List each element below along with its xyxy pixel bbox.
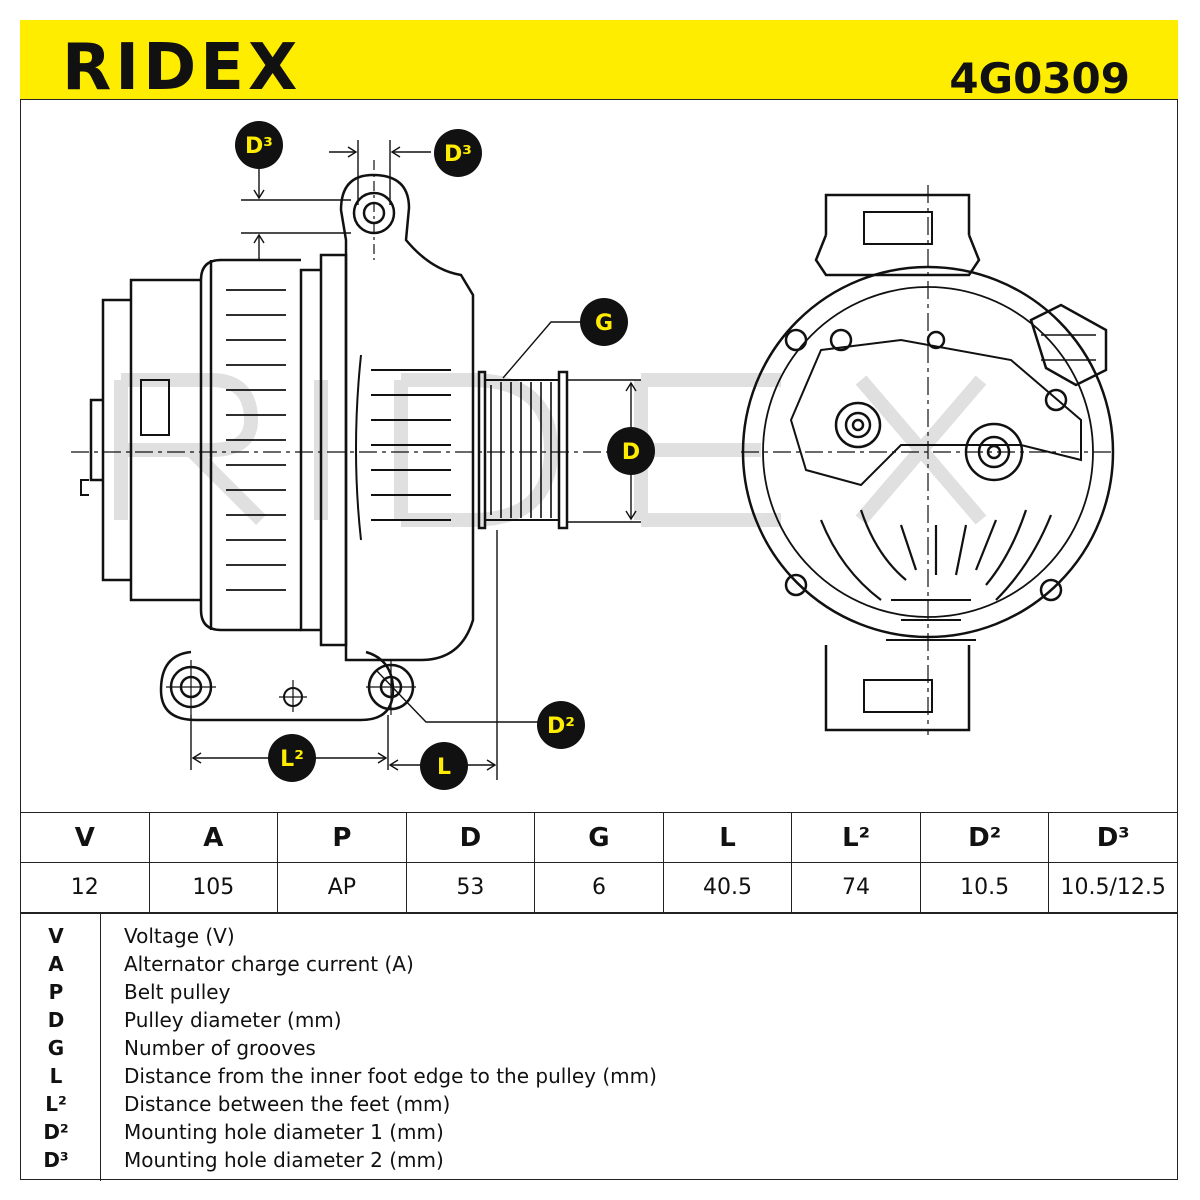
legend-item: V Voltage (V)	[20, 922, 1178, 950]
part-number: 4G0309	[949, 54, 1130, 103]
rear-view	[741, 185, 1115, 735]
badge-d3-top: D³	[235, 121, 283, 169]
legend-item: P Belt pulley	[20, 978, 1178, 1006]
legend-item: G Number of grooves	[20, 1034, 1178, 1062]
spec-value-cell: 12	[20, 862, 150, 913]
legend-text: Alternator charge current (A)	[124, 952, 414, 976]
legend-text: Pulley diameter (mm)	[124, 1008, 342, 1032]
spec-value-cell: AP	[277, 862, 407, 913]
badge-d: D	[607, 427, 655, 475]
badge-d2-label: D²	[547, 714, 575, 739]
legend-key: P	[48, 980, 64, 1004]
legend-item: D Pulley diameter (mm)	[20, 1006, 1178, 1034]
legend-text: Voltage (V)	[124, 924, 235, 948]
legend-divider	[100, 914, 101, 1181]
badge-d3-right: D³	[434, 129, 482, 177]
legend-key: D³	[43, 1148, 69, 1172]
legend-item: A Alternator charge current (A)	[20, 950, 1178, 978]
legend-key: G	[47, 1036, 65, 1060]
badge-l: L	[420, 742, 468, 790]
spec-value-cell: 105	[148, 862, 279, 913]
legend-text: Mounting hole diameter 2 (mm)	[124, 1148, 444, 1172]
legend-item: D² Mounting hole diameter 1 (mm)	[20, 1118, 1178, 1146]
badge-d-label: D	[622, 440, 640, 465]
legend-item: L Distance from the inner foot edge to t…	[20, 1062, 1178, 1090]
badge-d3-right-label: D³	[444, 142, 472, 167]
legend-key: L²	[45, 1092, 67, 1116]
spec-value-cell: 6	[534, 862, 664, 913]
spec-value-cell: 74	[791, 862, 921, 913]
spec-value-cell: 10.5/12.5	[1048, 862, 1178, 913]
spec-header-cell: L	[662, 812, 793, 863]
side-view	[71, 160, 621, 722]
spec-header-cell: V	[20, 812, 150, 863]
spec-header-cell: P	[277, 812, 407, 863]
legend-key: A	[48, 952, 64, 976]
badge-g: G	[580, 298, 628, 346]
badge-g-label: G	[595, 311, 613, 336]
header-bar: RIDEX 4G0309	[20, 20, 1178, 100]
spec-header-cell: D³	[1048, 812, 1178, 863]
spec-header-cell: D²	[919, 812, 1050, 863]
spec-header-cell: D	[405, 812, 536, 863]
legend-item: D³ Mounting hole diameter 2 (mm)	[20, 1146, 1178, 1174]
legend-key: L	[49, 1064, 63, 1088]
brand-logo: RIDEX	[62, 31, 302, 105]
legend-text: Mounting hole diameter 1 (mm)	[124, 1120, 444, 1144]
badge-l2: L²	[268, 734, 316, 782]
legend-key: V	[48, 924, 64, 948]
legend-text: Distance between the feet (mm)	[124, 1092, 451, 1116]
spec-header-row: V A P D G L L² D² D³	[20, 812, 1178, 863]
spec-table: V A P D G L L² D² D³ 12 105 AP 53 6 40.5…	[20, 812, 1178, 913]
legend-key: D	[47, 1008, 65, 1032]
legend-text: Distance from the inner foot edge to the…	[124, 1064, 657, 1088]
spec-header-cell: L²	[791, 812, 921, 863]
legend-item: L² Distance between the feet (mm)	[20, 1090, 1178, 1118]
legend-text: Number of grooves	[124, 1036, 316, 1060]
legend-key: D²	[43, 1120, 69, 1144]
legend-text: Belt pulley	[124, 980, 231, 1004]
spec-value-row: 12 105 AP 53 6 40.5 74 10.5 10.5/12.5	[20, 862, 1178, 913]
badge-d3-top-label: D³	[245, 134, 273, 159]
spec-header-cell: A	[148, 812, 279, 863]
badge-l-label: L	[437, 755, 451, 780]
spec-header-cell: G	[534, 812, 664, 863]
badge-l2-label: L²	[280, 747, 304, 772]
badge-d2: D²	[537, 701, 585, 749]
legend: V Voltage (V) A Alternator charge curren…	[20, 913, 1178, 1181]
spec-value-cell: 53	[405, 862, 536, 913]
dimension-lines	[190, 140, 641, 780]
spec-value-cell: 40.5	[662, 862, 793, 913]
alternator-drawing: D³ D³ G D D² L² L	[71, 121, 1115, 790]
spec-value-cell: 10.5	[919, 862, 1050, 913]
